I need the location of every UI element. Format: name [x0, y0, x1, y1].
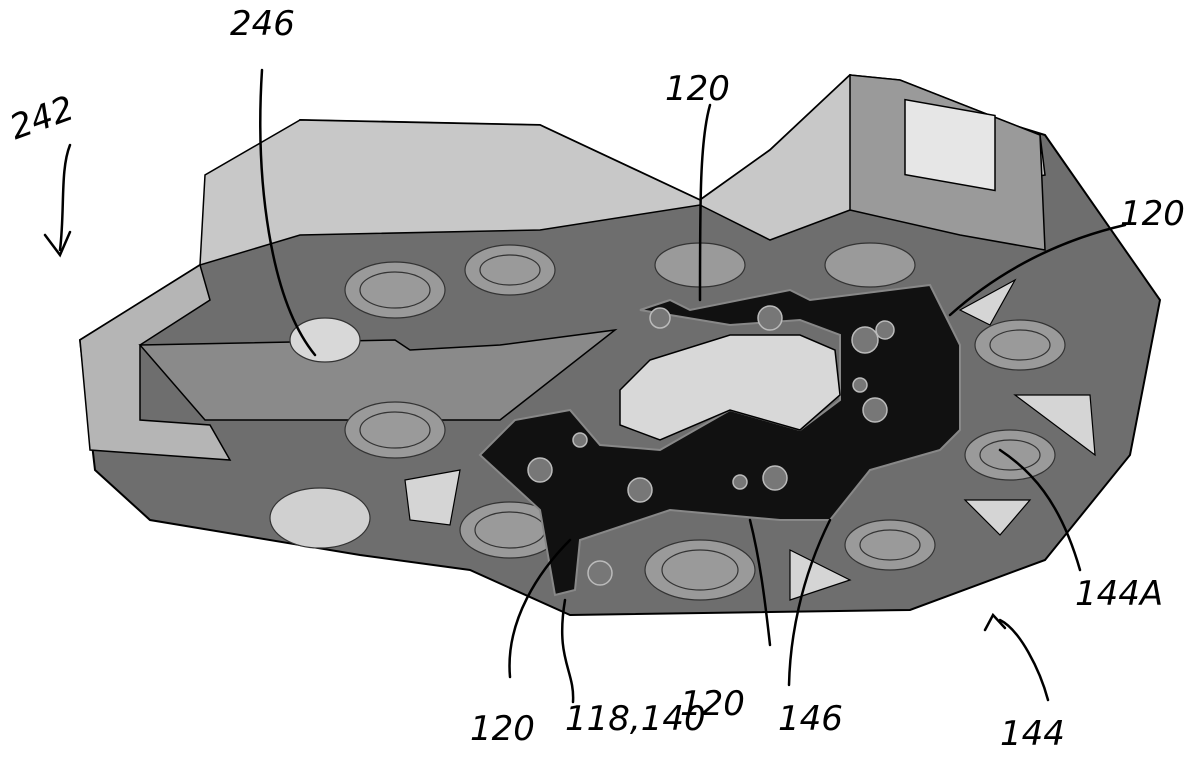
label-120-mid: 120 [680, 684, 745, 724]
leader-120-mid [748, 518, 772, 647]
label-120-top: 120 [665, 69, 730, 109]
label-144A: 144A [1075, 574, 1163, 614]
leader-144 [998, 618, 1050, 702]
leader-120-right [948, 223, 1127, 317]
label-144: 144 [1000, 714, 1065, 754]
central-opening [619, 334, 841, 441]
label-120-right: 120 [1120, 194, 1185, 234]
plate-118-140 [478, 283, 961, 597]
leader-120-bl [508, 538, 572, 679]
leader-118-140 [560, 598, 575, 704]
label-120-bl: 120 [470, 709, 535, 749]
leader-146 [787, 518, 832, 687]
left-ledge [79, 263, 232, 461]
threaded-holes [269, 242, 1066, 601]
label-246: 246 [230, 4, 295, 44]
pockets [404, 278, 1096, 601]
leader-246 [259, 68, 317, 357]
leader-120-top [698, 103, 712, 302]
label-118-140: 118,140 [565, 699, 706, 739]
leader-242 [58, 143, 72, 252]
screws [527, 305, 895, 586]
left-step [138, 328, 618, 421]
right-window [904, 98, 996, 192]
label-146: 146 [778, 699, 843, 739]
arrow-144 [983, 612, 1007, 632]
leader-144A [998, 448, 1082, 572]
arrow-242 [43, 230, 72, 258]
label-242: 242 [5, 88, 80, 148]
